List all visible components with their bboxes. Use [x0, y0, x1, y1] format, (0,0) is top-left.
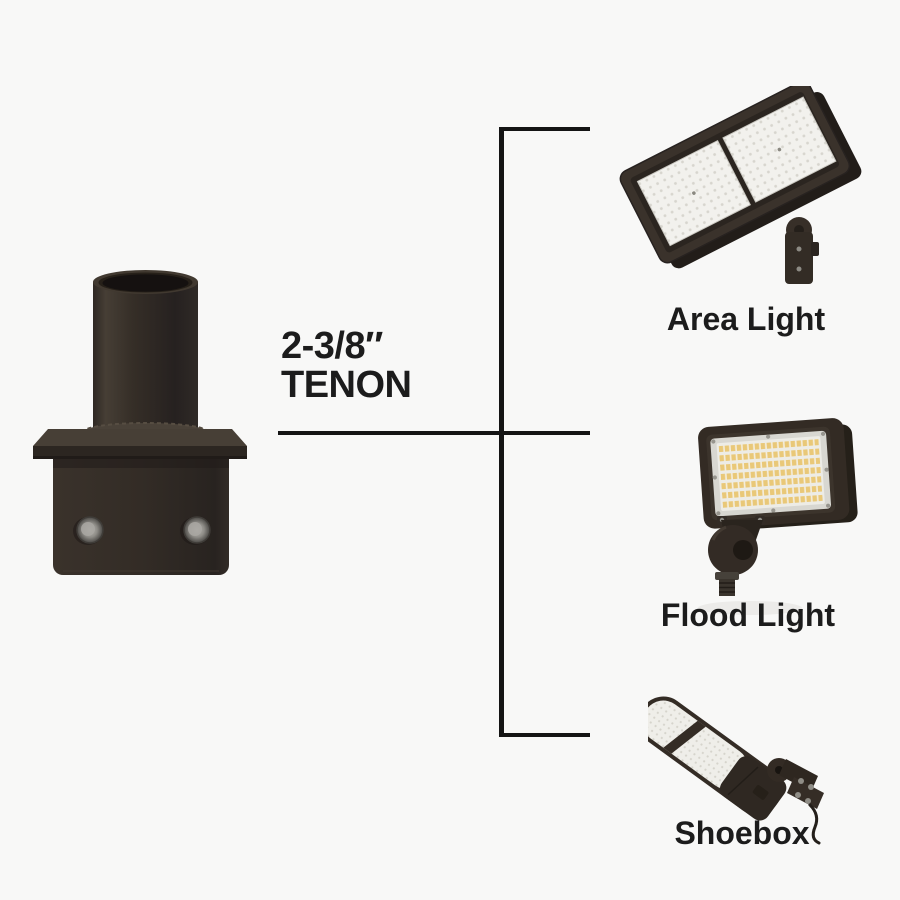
- connector-vertical-line: [499, 127, 504, 737]
- tenon-set-screw-left: [73, 516, 104, 545]
- flood-light-knuckle-mount: [708, 516, 765, 596]
- flood-light-illustration: [698, 418, 858, 615]
- tenon-size-value: 2-3/8″: [281, 325, 383, 367]
- tenon-tube: [82, 270, 209, 442]
- shoebox-led-panels: [648, 700, 749, 790]
- tenon-set-screw-right: [180, 516, 211, 545]
- tenon-flange-plate: [33, 429, 247, 459]
- shoebox-illustration: [648, 696, 824, 845]
- flood-light-housing: [698, 418, 858, 531]
- area-light-illustration: [619, 86, 862, 284]
- shoebox-wire: [808, 803, 821, 845]
- area-light-label: Area Light: [666, 301, 826, 337]
- flood-light-led-strips: [718, 439, 823, 508]
- connector-middle-branch: [278, 431, 590, 435]
- area-light-housing: [619, 86, 862, 269]
- tenon-size-label: 2-3/8″ TENON: [281, 327, 412, 405]
- connector-bottom-branch: [499, 733, 590, 737]
- area-light-slipfitter-mount: [785, 217, 819, 284]
- flood-light-screws: [711, 431, 831, 516]
- shoebox-housing: [648, 696, 787, 821]
- connector-top-branch: [499, 127, 590, 131]
- shoebox-mount-bracket: [767, 758, 824, 845]
- flood-light-label: Flood Light: [660, 597, 836, 633]
- tenon-adapter-illustration: [33, 270, 247, 575]
- tenon-size-word: TENON: [281, 364, 412, 406]
- tenon-square-body: [53, 459, 229, 575]
- shoebox-label: Shoebox: [674, 815, 810, 851]
